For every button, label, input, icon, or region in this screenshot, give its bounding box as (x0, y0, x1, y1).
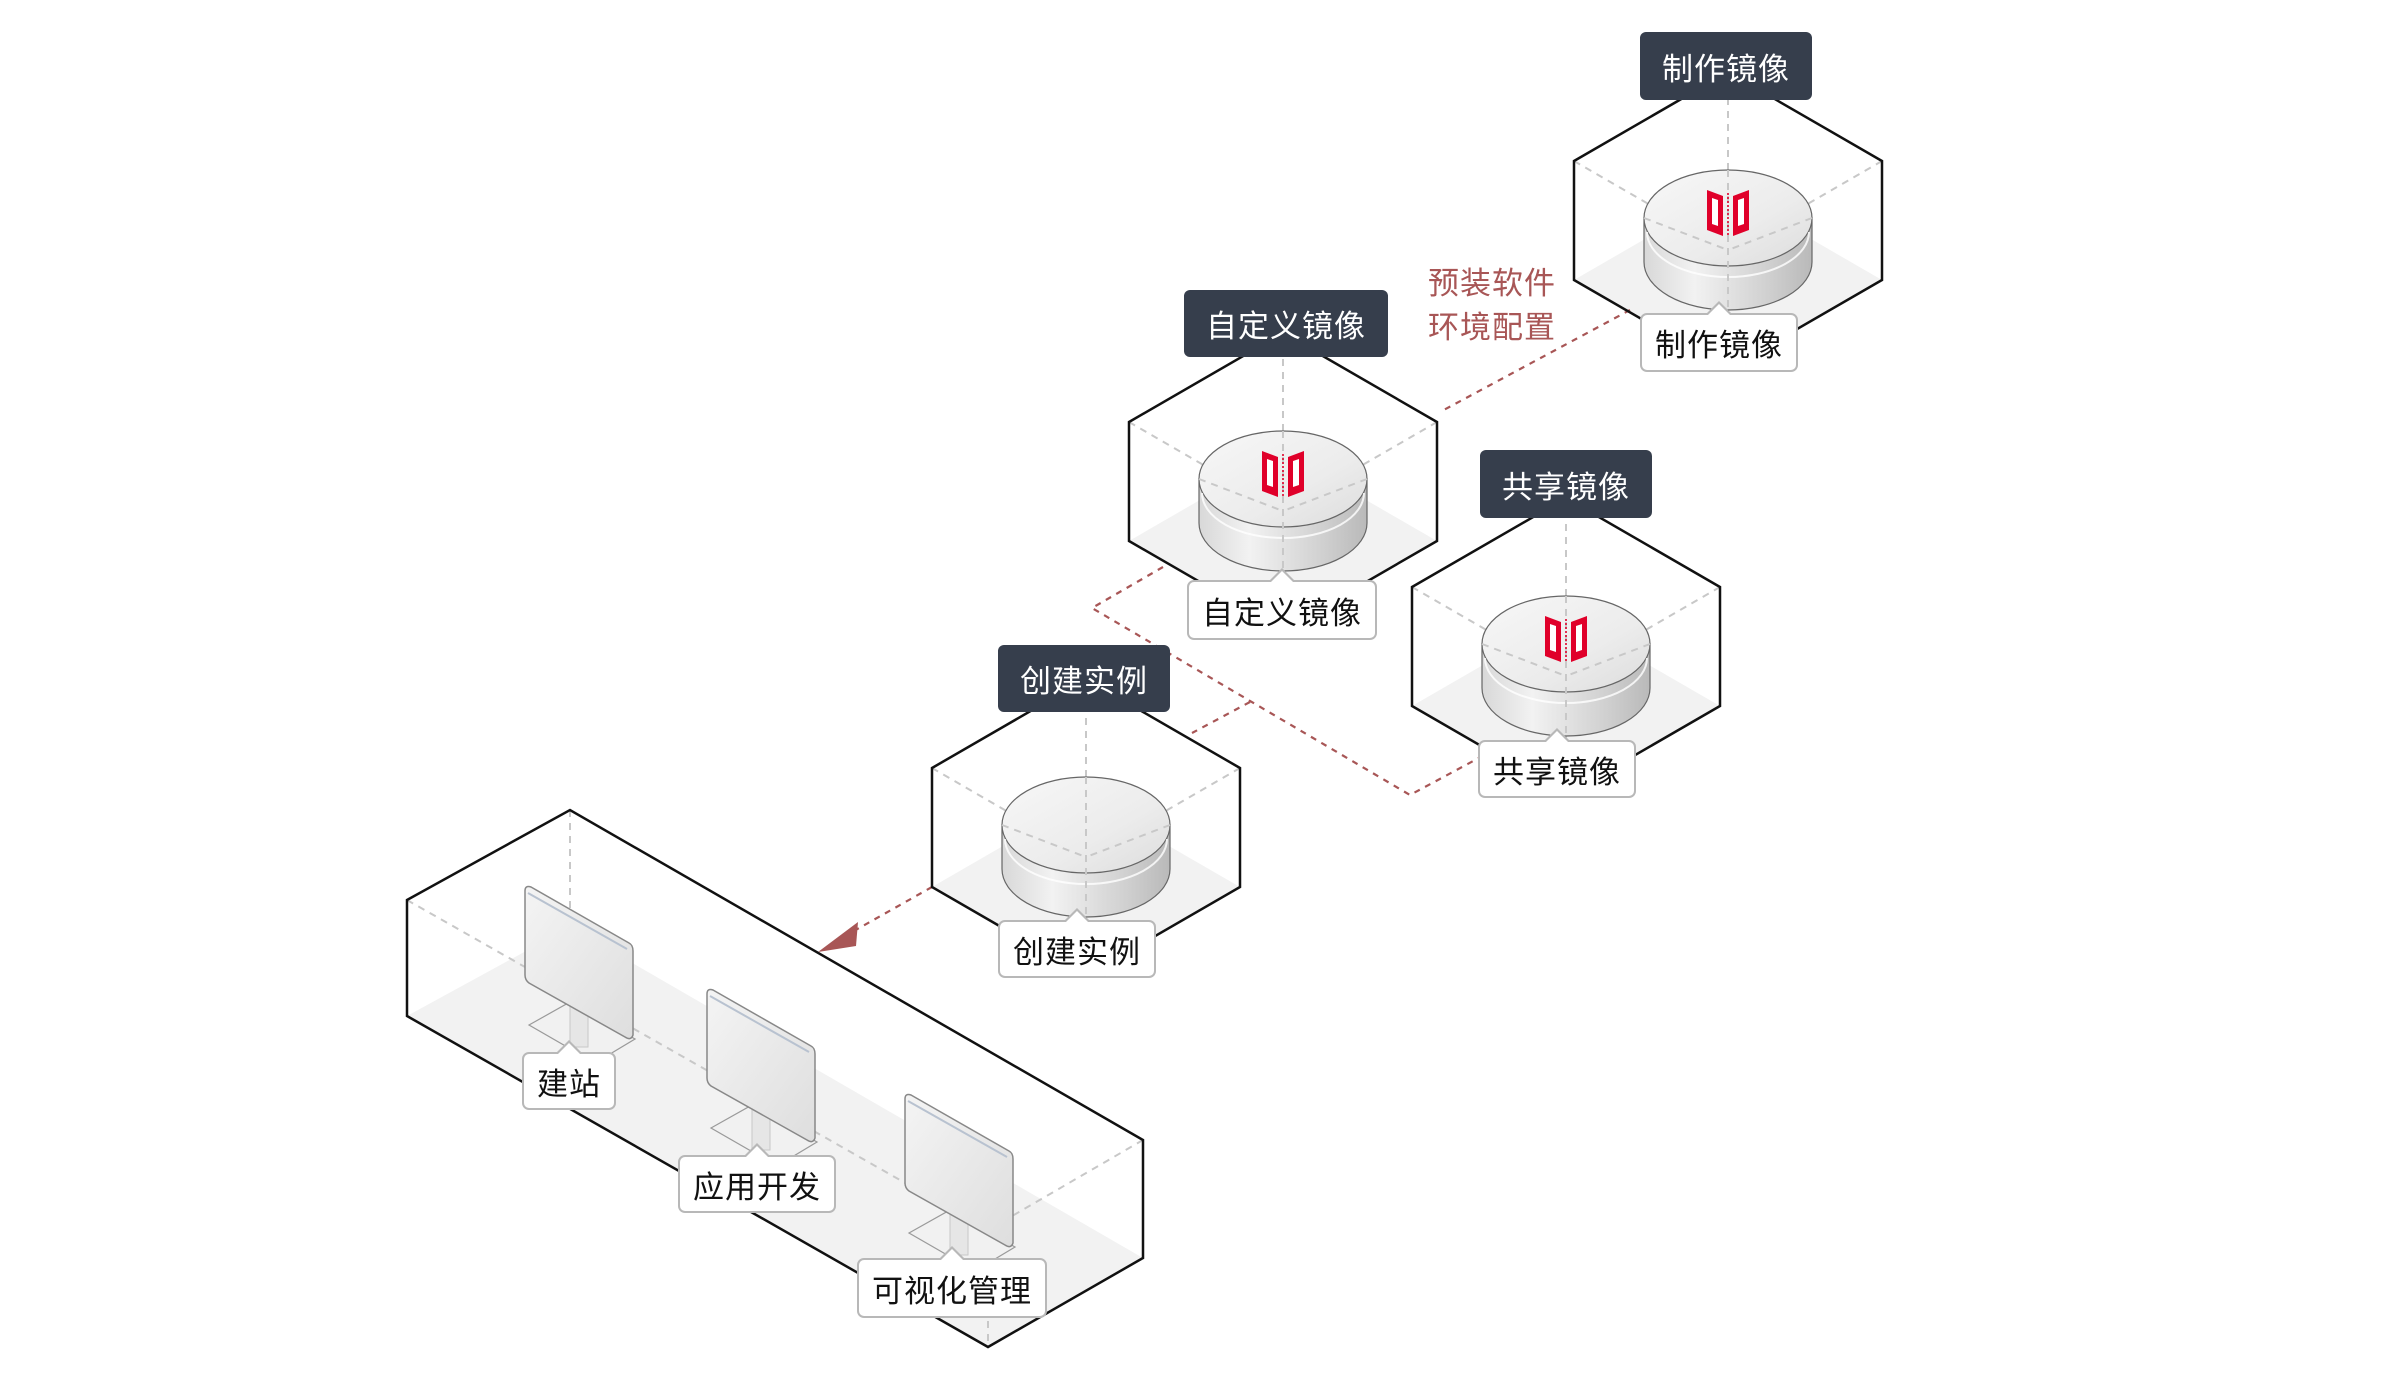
disc-guide (1198, 478, 1284, 512)
image-mirror-icon (1707, 190, 1749, 236)
flow-arrowhead-icon (818, 922, 858, 952)
stage-caption-create: 创建实例 (998, 908, 1156, 978)
monitor-screen (706, 988, 816, 1143)
stage-title-make: 制作镜像 (1640, 32, 1812, 100)
monitor-screen (524, 885, 634, 1040)
disc-guide (1643, 217, 1729, 251)
disc-guide (1282, 478, 1368, 512)
stage-caption-custom: 自定义镜像 (1187, 568, 1377, 640)
mirror-right-window (1293, 459, 1299, 487)
flow-line-custom-to-share (1089, 566, 1491, 797)
mirror-left-window (1712, 198, 1718, 226)
mirror-left-window (1550, 624, 1556, 652)
workstation-caption-site: 建站 (522, 1040, 616, 1110)
image-mirror-icon (1545, 616, 1587, 662)
monitor-screen (904, 1093, 1014, 1248)
monitor-bezel-highlight (527, 892, 628, 950)
disc-guide (1001, 824, 1087, 858)
disc-create (1001, 776, 1171, 918)
annotation-line-2: 环境配置 (1428, 310, 1556, 346)
annotation-line-1: 预装软件 (1428, 266, 1556, 302)
preinstall-annotation: 预装软件 环境配置 (1428, 262, 1556, 350)
disc-guide (1727, 217, 1813, 251)
disc-guide (1085, 824, 1171, 858)
mirror-right-window (1738, 198, 1744, 226)
workstation-box-outline (405, 808, 1145, 1349)
stage-title-share: 共享镜像 (1480, 450, 1652, 518)
disc-make (1643, 169, 1813, 311)
monitor-bezel-highlight (709, 995, 810, 1053)
flow-line-to-create (1191, 701, 1251, 734)
stage-caption-share: 共享镜像 (1478, 728, 1636, 798)
stage-title-custom: 自定义镜像 (1184, 290, 1388, 357)
box-guide (987, 1139, 1144, 1231)
mirror-right-window (1576, 624, 1582, 652)
disc-share (1481, 595, 1651, 737)
disc-guide (1481, 643, 1567, 677)
image-mirror-icon (1262, 451, 1304, 497)
stage-caption-make: 制作镜像 (1640, 301, 1798, 372)
workstation-caption-visual: 可视化管理 (857, 1246, 1047, 1318)
monitor-icon (706, 988, 819, 1167)
mirror-left-window (1267, 459, 1273, 487)
monitor-icon (524, 885, 637, 1064)
workstation-caption-appdev: 应用开发 (678, 1143, 836, 1213)
disc-guide (1565, 643, 1651, 677)
flow-line-create-to-workstations (844, 886, 933, 937)
monitor-bezel-highlight (907, 1100, 1008, 1158)
stage-title-create: 创建实例 (998, 645, 1170, 712)
disc-custom (1198, 430, 1368, 572)
